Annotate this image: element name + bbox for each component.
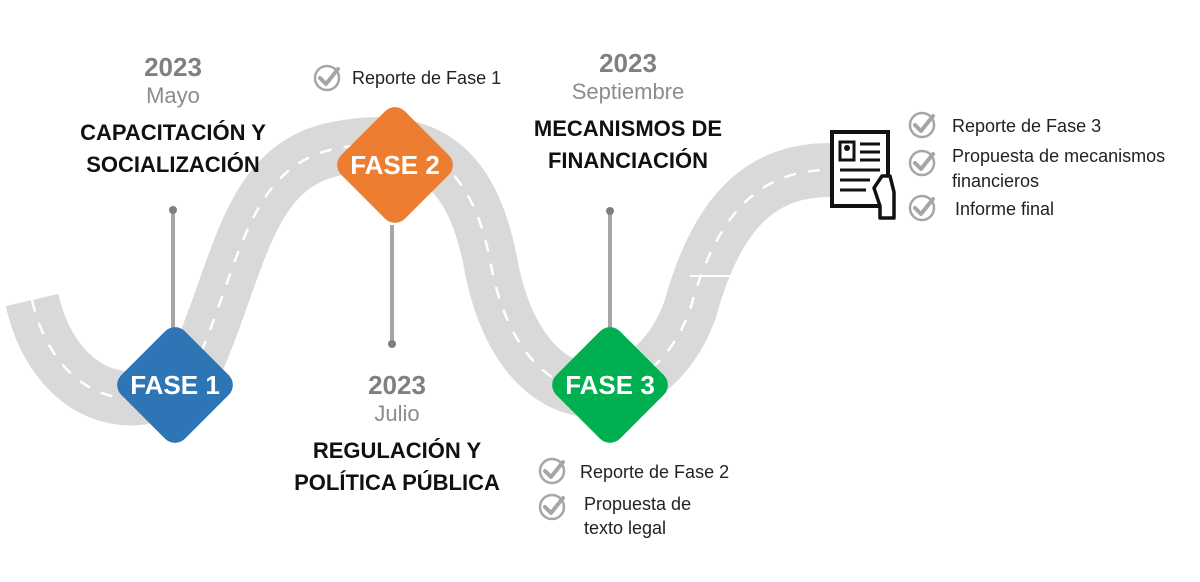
connector-phase-3 [606,207,614,330]
phase-2-title-line-1: REGULACIÓN Y [312,438,482,463]
check-icon [908,149,936,177]
phase-3-marker [552,327,668,443]
phase-1-year: 2023 [144,52,202,82]
deliverable-item: Propuesta de [584,494,692,514]
phase-3-label: FASE 3 [565,370,655,400]
connector-phase-1 [169,206,177,330]
phase-3-month: Septiembre [571,79,685,104]
phase-2-info: 2023 Julio REGULACIÓN Y POLÍTICA PÚBLICA [272,370,522,499]
phase-1-label: FASE 1 [130,370,220,400]
deliverable-item: texto legal [584,518,667,538]
phase-3-title-line-2: FINANCIACIÓN [547,148,709,173]
phase-1-month: Mayo [146,83,200,108]
phase-2-month: Julio [374,401,420,426]
phase-1-title-line-1: CAPACITACIÓN Y [80,120,266,145]
check-icon [908,111,936,139]
phase-3-year: 2023 [599,48,657,78]
deliverable-item: Reporte de Fase 1 [352,68,502,88]
deliverable-item: financieros [952,171,1040,191]
phase-1-info: 2023 Mayo CAPACITACIÓN Y SOCIALIZACIÓN [53,52,293,181]
deliverable-item: Reporte de Fase 3 [952,116,1102,136]
check-icon [538,493,566,521]
phase-2-year: 2023 [368,370,426,400]
phase-2-title-line-2: POLÍTICA PÚBLICA [294,470,500,495]
check-icon [538,457,566,485]
phase-3-info: 2023 Septiembre MECANISMOS DE FINANCIACI… [498,48,758,177]
phase-2-marker [337,107,453,223]
deliverable-item: Propuesta de mecanismos [952,146,1166,166]
phase-1-title-line-2: SOCIALIZACIÓN [86,152,260,177]
deliverable-item: Reporte de Fase 2 [580,462,730,482]
check-icon [908,194,936,222]
check-icon [313,64,341,92]
phase-1-marker [117,327,233,443]
connector-phase-2 [388,225,396,348]
phase-3-title-line-1: MECANISMOS DE [533,116,723,141]
phase-2-label: FASE 2 [350,150,440,180]
document-hand-icon [830,130,896,220]
deliverable-item: Informe final [955,199,1055,219]
